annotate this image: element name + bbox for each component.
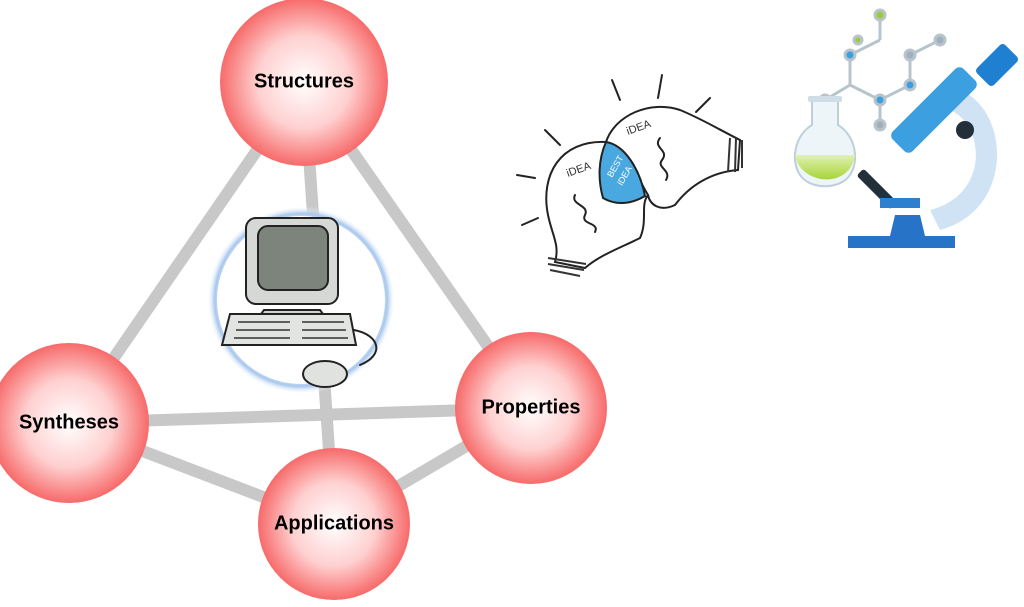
node-properties: Properties [455, 332, 607, 484]
bulb-right-label: iDEA [625, 118, 653, 138]
computer-icon [220, 217, 378, 388]
flask-icon [793, 96, 857, 188]
bulb-rays [516, 74, 711, 226]
computer-illustration [207, 206, 395, 394]
bulb-base-left-icon [547, 257, 587, 277]
node-structures: Structures [220, 0, 388, 166]
node-applications: Applications [258, 448, 410, 600]
lab-science-illustration [793, 8, 1018, 248]
bulb-base-right-icon [727, 137, 743, 173]
node-label-syntheses: Syntheses [19, 411, 119, 433]
molecule-icon [818, 8, 947, 132]
microscope-icon [848, 44, 1018, 248]
node-syntheses: Syntheses [0, 343, 149, 503]
node-label-structures: Structures [254, 70, 354, 92]
bulb-left-label: iDEA [565, 160, 593, 180]
node-label-applications: Applications [274, 512, 394, 534]
node-label-properties: Properties [482, 396, 581, 418]
idea-bulbs-illustration: iDEA iDEA BEST iDEA [516, 74, 743, 277]
